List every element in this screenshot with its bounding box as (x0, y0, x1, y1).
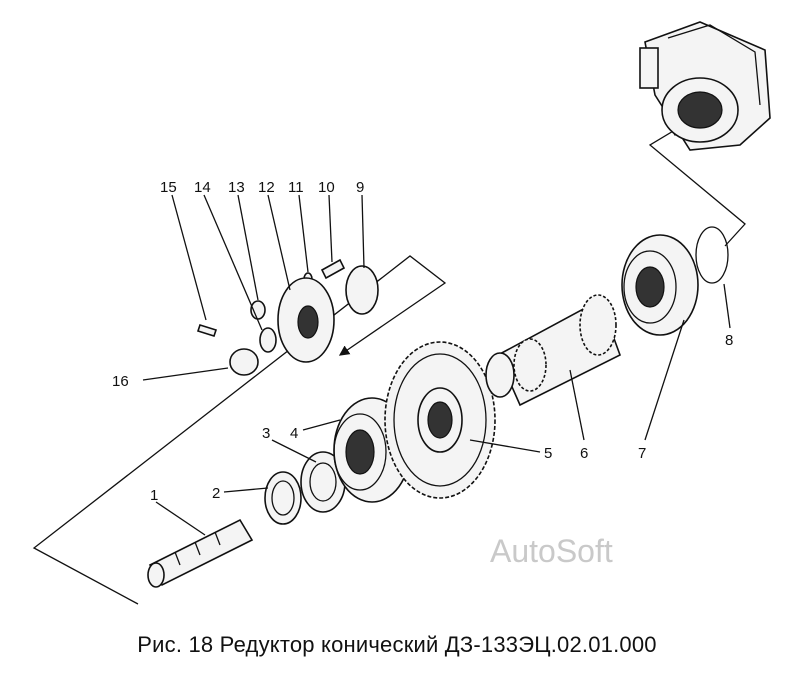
watermark: AutoSoft (490, 533, 613, 569)
part-14-washer (259, 327, 277, 353)
callout-6: 6 (580, 445, 588, 462)
part-10-bolt (320, 258, 346, 280)
part-7-bearing (621, 234, 699, 336)
leader-lines (142, 194, 731, 536)
figure-caption: Рис. 18 Редуктор конический ДЗ-133ЭЦ.02.… (137, 632, 657, 657)
callout-11: 11 (288, 179, 304, 196)
part-5-gear (384, 341, 496, 499)
callout-3: 3 (262, 425, 270, 442)
part-12-cover (277, 277, 335, 363)
part-16-castle-nut (229, 348, 259, 376)
callout-12: 12 (258, 179, 275, 196)
part-1-shaft (147, 518, 254, 588)
callout-2: 2 (212, 485, 220, 502)
part-6-gear-shaft (485, 294, 621, 407)
callout-10: 10 (318, 179, 335, 196)
callout-9: 9 (356, 179, 364, 196)
callout-14: 14 (194, 179, 211, 196)
assembly-axis (32, 126, 746, 605)
part-8-snap-ring (695, 226, 729, 284)
part-13-nut (250, 300, 266, 320)
callout-8: 8 (725, 332, 733, 349)
reducer-housing (639, 21, 771, 151)
part-2-ring (264, 471, 302, 525)
part-15-cotter-pin (196, 324, 218, 337)
callouts: 1 2 3 4 5 6 7 8 9 10 11 12 13 14 15 16 (112, 179, 733, 504)
callout-5: 5 (544, 445, 552, 462)
callout-16: 16 (112, 373, 129, 390)
callout-1: 1 (150, 487, 158, 504)
part-9-ring (345, 265, 379, 315)
callout-13: 13 (228, 179, 245, 196)
callout-4: 4 (290, 425, 298, 442)
callout-7: 7 (638, 445, 646, 462)
callout-15: 15 (160, 179, 177, 196)
